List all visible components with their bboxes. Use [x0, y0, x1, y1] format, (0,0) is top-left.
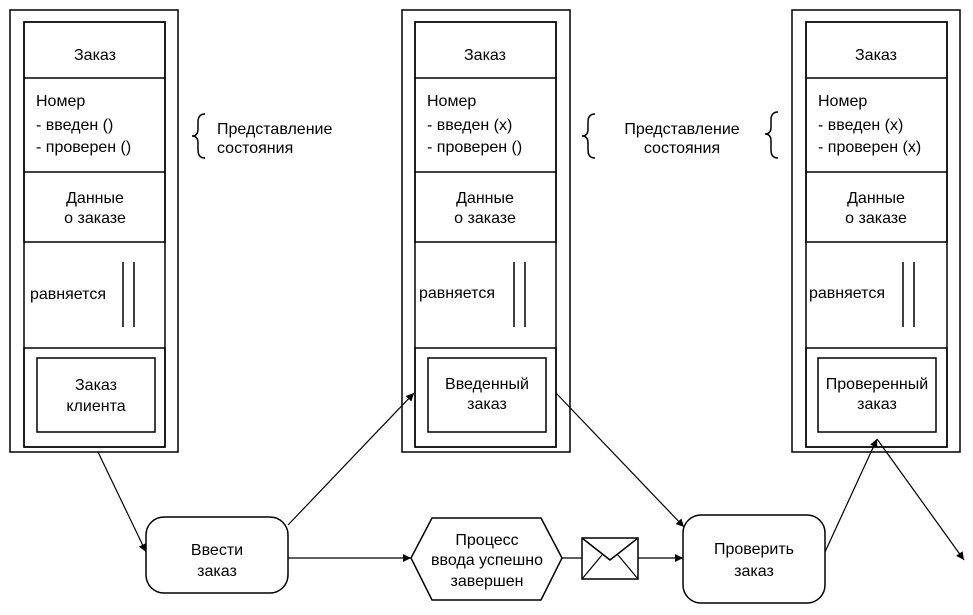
- activity-box: [145, 516, 289, 594]
- attribute-number: Номер: [818, 93, 867, 110]
- class-box: [414, 21, 557, 243]
- column-frame-outer: [401, 9, 571, 453]
- column-frame-outer: [9, 9, 179, 453]
- state-name-line-2: заказ: [857, 396, 897, 413]
- state-name-line-1: Заказ: [75, 377, 117, 394]
- class-name: Заказ: [464, 47, 506, 64]
- attribute-entered: - введен (): [36, 117, 113, 134]
- column-frame-outer: [791, 9, 961, 453]
- order-column-2: Заказ Номер - введен (x) - проверен () Д…: [401, 9, 571, 453]
- event-label-line-2: ввода успешно: [431, 552, 543, 569]
- enter-order-activity: Ввести заказ: [145, 516, 289, 594]
- state-brace: [764, 111, 779, 159]
- event-label-line-1: Процесс: [455, 532, 518, 549]
- flow-arrow: [97, 451, 147, 553]
- state-box-inner: [817, 357, 937, 433]
- activity-label-line-1: Ввести: [191, 542, 243, 559]
- data-section-line-2: о заказе: [64, 210, 126, 227]
- attribute-entered: - введен (x): [427, 117, 512, 134]
- state-name-line-1: Введенный: [445, 376, 529, 393]
- state-name-line-1: Проверенный: [826, 376, 928, 393]
- activity-label-line-1: Проверить: [714, 541, 794, 558]
- event-label-line-3: завершен: [451, 573, 524, 590]
- attribute-checked: - проверен (): [427, 139, 522, 156]
- check-order-activity: Проверить заказ: [682, 514, 826, 604]
- flow-arrow: [824, 438, 878, 553]
- state-brace: [581, 113, 596, 159]
- attribute-number: Номер: [427, 93, 476, 110]
- flow-arrow: [555, 392, 685, 528]
- attribute-number: Номер: [36, 93, 85, 110]
- flow-arrow: [287, 392, 415, 526]
- class-name: Заказ: [855, 47, 897, 64]
- process-completed-event: Процесс ввода успешно завершен: [410, 517, 563, 601]
- envelope-icon: [581, 537, 639, 580]
- activity-box: [682, 514, 826, 604]
- relation-label: равняется: [809, 285, 885, 302]
- state-box-outer: [414, 347, 557, 448]
- state-label-line-1: Представление: [624, 121, 739, 138]
- state-box-outer: [23, 347, 166, 448]
- class-box: [805, 21, 948, 243]
- data-section-line-1: Данные: [847, 190, 905, 207]
- attribute-checked: - проверен (x): [818, 139, 921, 156]
- attribute-entered: - введен (x): [818, 117, 903, 134]
- class-box: [23, 21, 166, 243]
- order-column-1: Заказ Номер - введен () - проверен () Да…: [9, 9, 179, 453]
- data-section-line-2: о заказе: [845, 210, 907, 227]
- state-box-inner: [427, 357, 547, 433]
- activity-label-line-2: заказ: [734, 563, 774, 580]
- activity-label-line-2: заказ: [197, 563, 237, 580]
- data-section-line-1: Данные: [66, 190, 124, 207]
- data-section-line-2: о заказе: [454, 210, 516, 227]
- class-name: Заказ: [74, 47, 116, 64]
- state-name-line-2: клиента: [66, 398, 125, 415]
- relation-label: равняется: [419, 285, 495, 302]
- flow-arrow: [876, 438, 965, 561]
- order-column-3: Заказ Номер - введен (x) - проверен (x) …: [791, 9, 961, 453]
- state-label-line-2: состояния: [217, 140, 293, 157]
- state-brace: [191, 113, 206, 159]
- state-label-line-2: состояния: [644, 140, 720, 157]
- state-label-line-1: Представление: [217, 121, 332, 138]
- state-box-inner: [36, 357, 156, 433]
- attribute-checked: - проверен (): [36, 139, 131, 156]
- relation-label: равняется: [30, 286, 106, 303]
- data-section-line-1: Данные: [456, 190, 514, 207]
- state-name-line-2: заказ: [467, 396, 507, 413]
